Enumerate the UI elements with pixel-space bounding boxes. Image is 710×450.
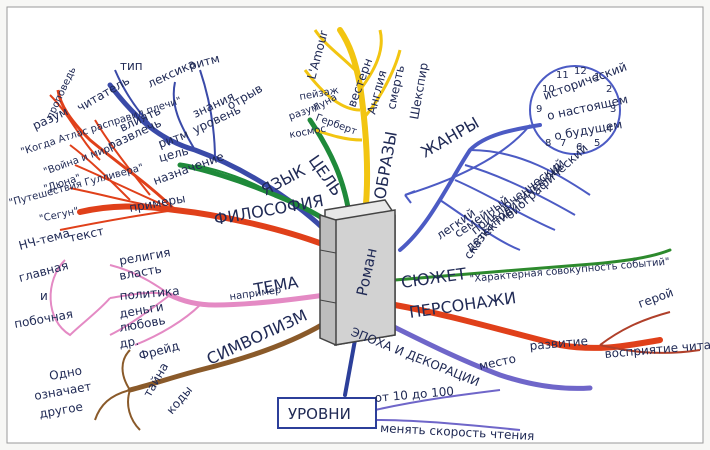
levels-box-label: УРОВНИ [288,405,351,423]
genres-clock-circle [529,65,621,155]
clock-number: 9 [536,104,542,115]
clock-number: 11 [556,70,569,81]
genres-branch [398,65,621,252]
clock-number: 2 [606,84,612,95]
clock-number: 7 [560,138,566,149]
clock-number: 12 [574,66,587,77]
philosophy-branch [49,89,328,248]
characters-sub-development: развитие [529,334,588,353]
language-sub-type: тип [120,59,143,73]
clock-number: 6 [576,142,582,153]
symbolism-branch [94,317,333,431]
clock-number: 8 [545,138,551,149]
theme-item-politics: политика [119,284,180,303]
language-branch [107,69,333,238]
theme-item-other: др. [118,334,140,351]
genres-clock-numbers: 12 1 2 3 4 5 6 7 8 9 10 11 [536,66,616,153]
theme-side-and: и [40,289,48,303]
central-book-icon [319,199,396,347]
symbolism-note-1: Одно [48,363,83,383]
levels-branch [343,338,521,431]
clock-number: 1 [594,72,600,83]
images-branch [303,27,402,218]
clock-number: 10 [542,84,555,95]
levels-item-range: от 10 до 100 [374,384,455,405]
clock-number: 5 [594,138,600,149]
theme-branch [49,259,328,346]
epoch-branch [377,317,593,391]
levels-box [277,397,377,429]
clock-number: 4 [606,124,612,135]
clock-number: 3 [610,104,616,115]
characters-branch [392,302,701,354]
plot-branch [393,248,672,282]
